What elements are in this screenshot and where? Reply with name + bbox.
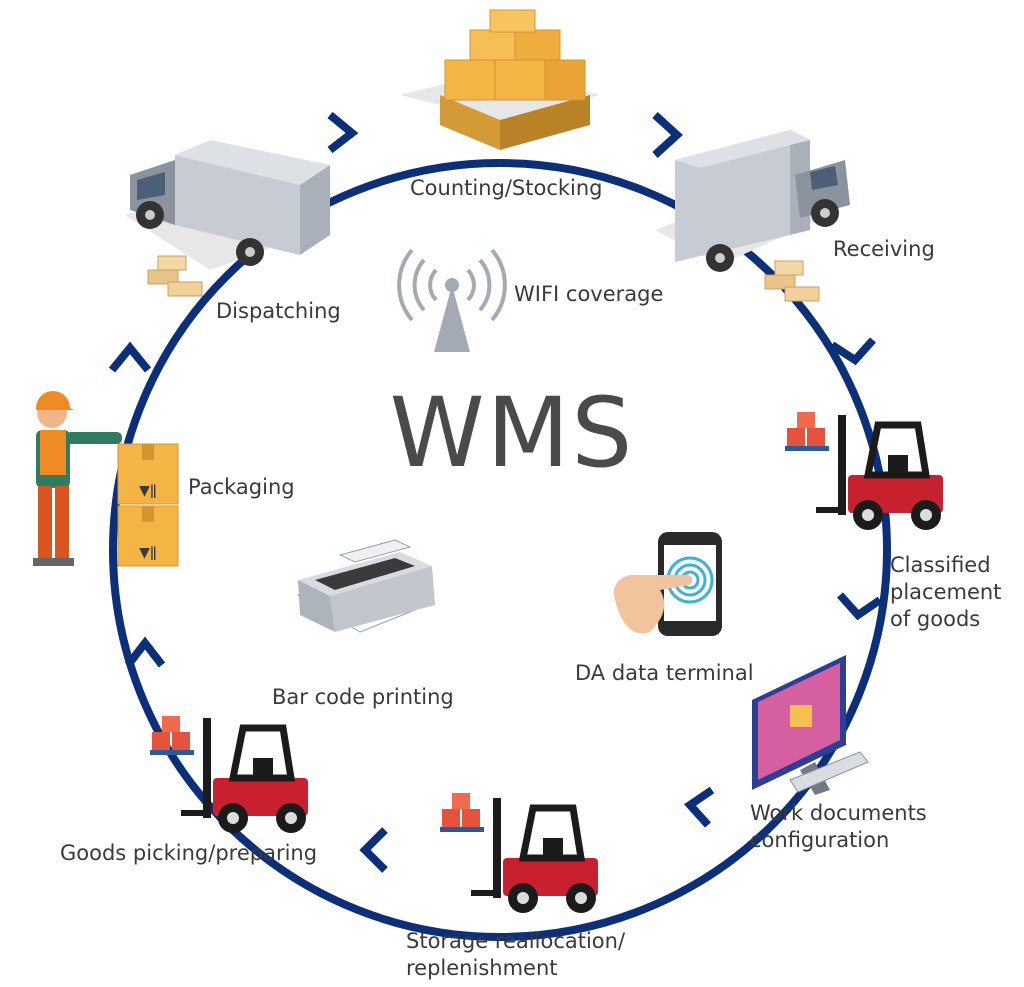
arrow-icon: [829, 337, 876, 366]
arrow-icon: [683, 786, 715, 828]
worker-icon: [33, 391, 122, 566]
truck-icon: [125, 140, 330, 270]
arrow-icon: [359, 827, 388, 873]
step-label-packaging: Packaging: [188, 475, 295, 499]
arrow-icon: [124, 636, 166, 668]
printer-icon: [296, 539, 435, 633]
arrow-icon: [327, 111, 359, 154]
wifi-coverage-label: WIFI coverage: [514, 282, 664, 306]
wifi-icon: [397, 248, 507, 352]
wms-title: WMS: [389, 377, 635, 489]
ring-arrows: [108, 111, 883, 873]
arrow-icon: [652, 112, 683, 158]
svg-text:▼ǁ: ▼ǁ: [139, 545, 157, 561]
step-label-picking: Goods picking/preparing: [60, 841, 318, 865]
boxes-icon: [147, 255, 203, 297]
step-label-dispatching: Dispatching: [216, 299, 341, 323]
process-ring: [109, 159, 891, 941]
step-label-counting: Counting/Stocking: [410, 176, 603, 200]
terminal-icon: [614, 532, 722, 636]
step-label-workdocs: Work documents configuration: [750, 801, 927, 852]
boxes-icon: [440, 793, 484, 832]
step-label-classified: Classified placement of goods: [890, 553, 1002, 631]
barcode-printing-label: Bar code printing: [272, 685, 454, 709]
data-terminal-label: DA data terminal: [575, 661, 754, 685]
boxes-icon: [764, 260, 820, 302]
forklift-icon: [471, 798, 598, 913]
computer-icon: [752, 655, 869, 795]
package-boxes-icon: ▼ǁ ▼ǁ: [117, 443, 179, 567]
svg-text:▼ǁ: ▼ǁ: [139, 483, 157, 499]
arrow-icon: [837, 592, 883, 621]
truck-icon: [655, 130, 850, 272]
arrow-icon: [108, 341, 152, 373]
step-label-storage: Storage reallocation/ replenishment: [406, 929, 626, 980]
forklift-icon: [181, 718, 308, 833]
pallet-boxes-icon: [400, 9, 600, 150]
step-label-receiving: Receiving: [833, 237, 935, 261]
